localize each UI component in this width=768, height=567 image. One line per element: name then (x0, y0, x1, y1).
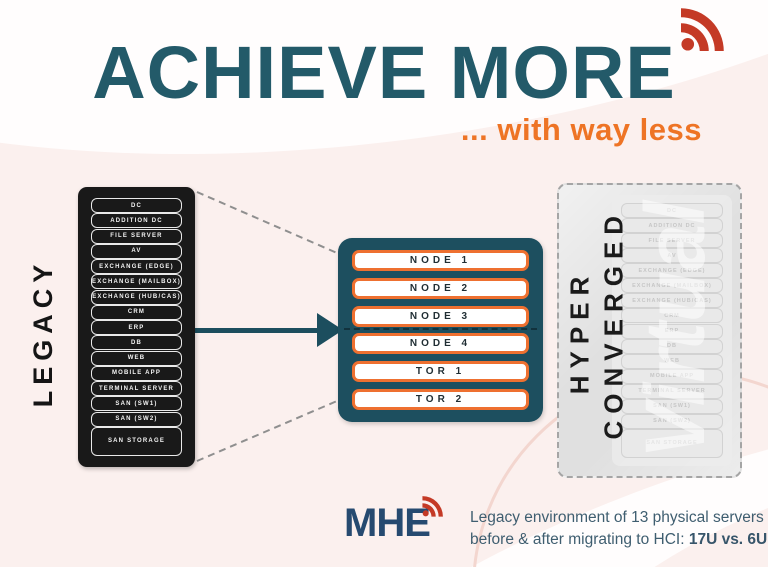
ghost-server-row: TERMINAL SERVER (621, 383, 723, 399)
legacy-server-row: SAN STORAGE (91, 426, 182, 456)
footer-caption-stat: 17U vs. 6U (688, 530, 768, 548)
ghost-server-row: CRM (621, 308, 723, 324)
hci-node-row: NODE 1 (352, 250, 529, 271)
ghost-server-row: AV (621, 248, 723, 264)
ghost-server-row: DB (621, 338, 723, 354)
mhe-logo-text: MHE (344, 501, 431, 545)
page-title: ACHIEVE MORE (92, 31, 676, 114)
hci-node-box: NODE 1 NODE 2 NODE 3 NODE 4 TOR 1 TOR 2 (338, 238, 543, 422)
ghost-server-row: EXCHANGE (HUB/CAS) (621, 293, 723, 309)
hyper-converged-ghost-rack: DC ADDITION DC FILE SERVER AV EXCHANGE (… (557, 183, 742, 478)
legacy-server-row: WEB (91, 350, 182, 366)
hyper-converged-label: HYPER CONVERGED (563, 209, 633, 440)
legacy-rack: DC ADDITION DC FILE SERVER AV EXCHANGE (… (78, 187, 195, 467)
ghost-server-row: EXCHANGE (MAILBOX) (621, 278, 723, 294)
ghost-server-row: SAN (SW1) (621, 398, 723, 414)
ghost-server-row: ADDITION DC (621, 218, 723, 234)
legacy-server-row: FILE SERVER (91, 228, 182, 244)
hci-dashed-line (344, 328, 537, 330)
legacy-server-row: ERP (91, 320, 182, 336)
hci-node-row: NODE 2 (352, 277, 529, 299)
legacy-label: LEGACY (28, 258, 58, 408)
legacy-server-row: DB (91, 335, 182, 351)
legacy-server-row: EXCHANGE (HUB/CAS) (91, 289, 182, 305)
legacy-server-row: MOBILE APP (91, 365, 182, 381)
hci-node-row: TOR 2 (352, 388, 529, 410)
hyper-label-line2: CONVERGED (598, 208, 629, 440)
legacy-server-row: TERMINAL SERVER (91, 381, 182, 397)
legacy-server-row: CRM (91, 304, 182, 320)
ghost-server-row: FILE SERVER (621, 233, 723, 249)
ghost-server-row: SAN STORAGE (621, 428, 723, 458)
ghost-server-row: ERP (621, 323, 723, 339)
signal-icon (681, 8, 724, 51)
page-subtitle: ... with way less (460, 112, 702, 147)
ghost-server-row: WEB (621, 353, 723, 369)
legacy-server-row: ADDITION DC (91, 213, 182, 229)
legacy-server-row: EXCHANGE (EDGE) (91, 259, 182, 275)
legacy-server-row: SAN (SW2) (91, 411, 182, 427)
legacy-server-row: DC (91, 198, 182, 213)
mhe-logo: MHE (344, 496, 443, 545)
legacy-server-row: EXCHANGE (MAILBOX) (91, 274, 182, 290)
mhe-signal-icon (422, 496, 443, 517)
hci-node-row: TOR 1 (352, 361, 529, 383)
legacy-server-row: AV (91, 243, 182, 259)
hyper-label-line1: HYPER (564, 269, 595, 395)
legacy-server-row: SAN (SW1) (91, 396, 182, 412)
hci-node-row: NODE 3 (352, 305, 529, 327)
footer-caption-line1: Legacy environment of 13 physical server… (470, 509, 764, 526)
ghost-server-row: DC (621, 203, 723, 218)
footer-caption: Legacy environment of 13 physical server… (470, 507, 768, 550)
hci-node-row: NODE 4 (352, 333, 529, 355)
migration-arrow-line (195, 328, 318, 333)
ghost-server-row: EXCHANGE (EDGE) (621, 263, 723, 279)
ghost-server-column: DC ADDITION DC FILE SERVER AV EXCHANGE (… (612, 195, 732, 466)
ghost-server-row: MOBILE APP (621, 368, 723, 384)
ghost-server-row: SAN (SW2) (621, 413, 723, 429)
footer-caption-line2-prefix: before & after migrating to HCI: (470, 530, 689, 548)
